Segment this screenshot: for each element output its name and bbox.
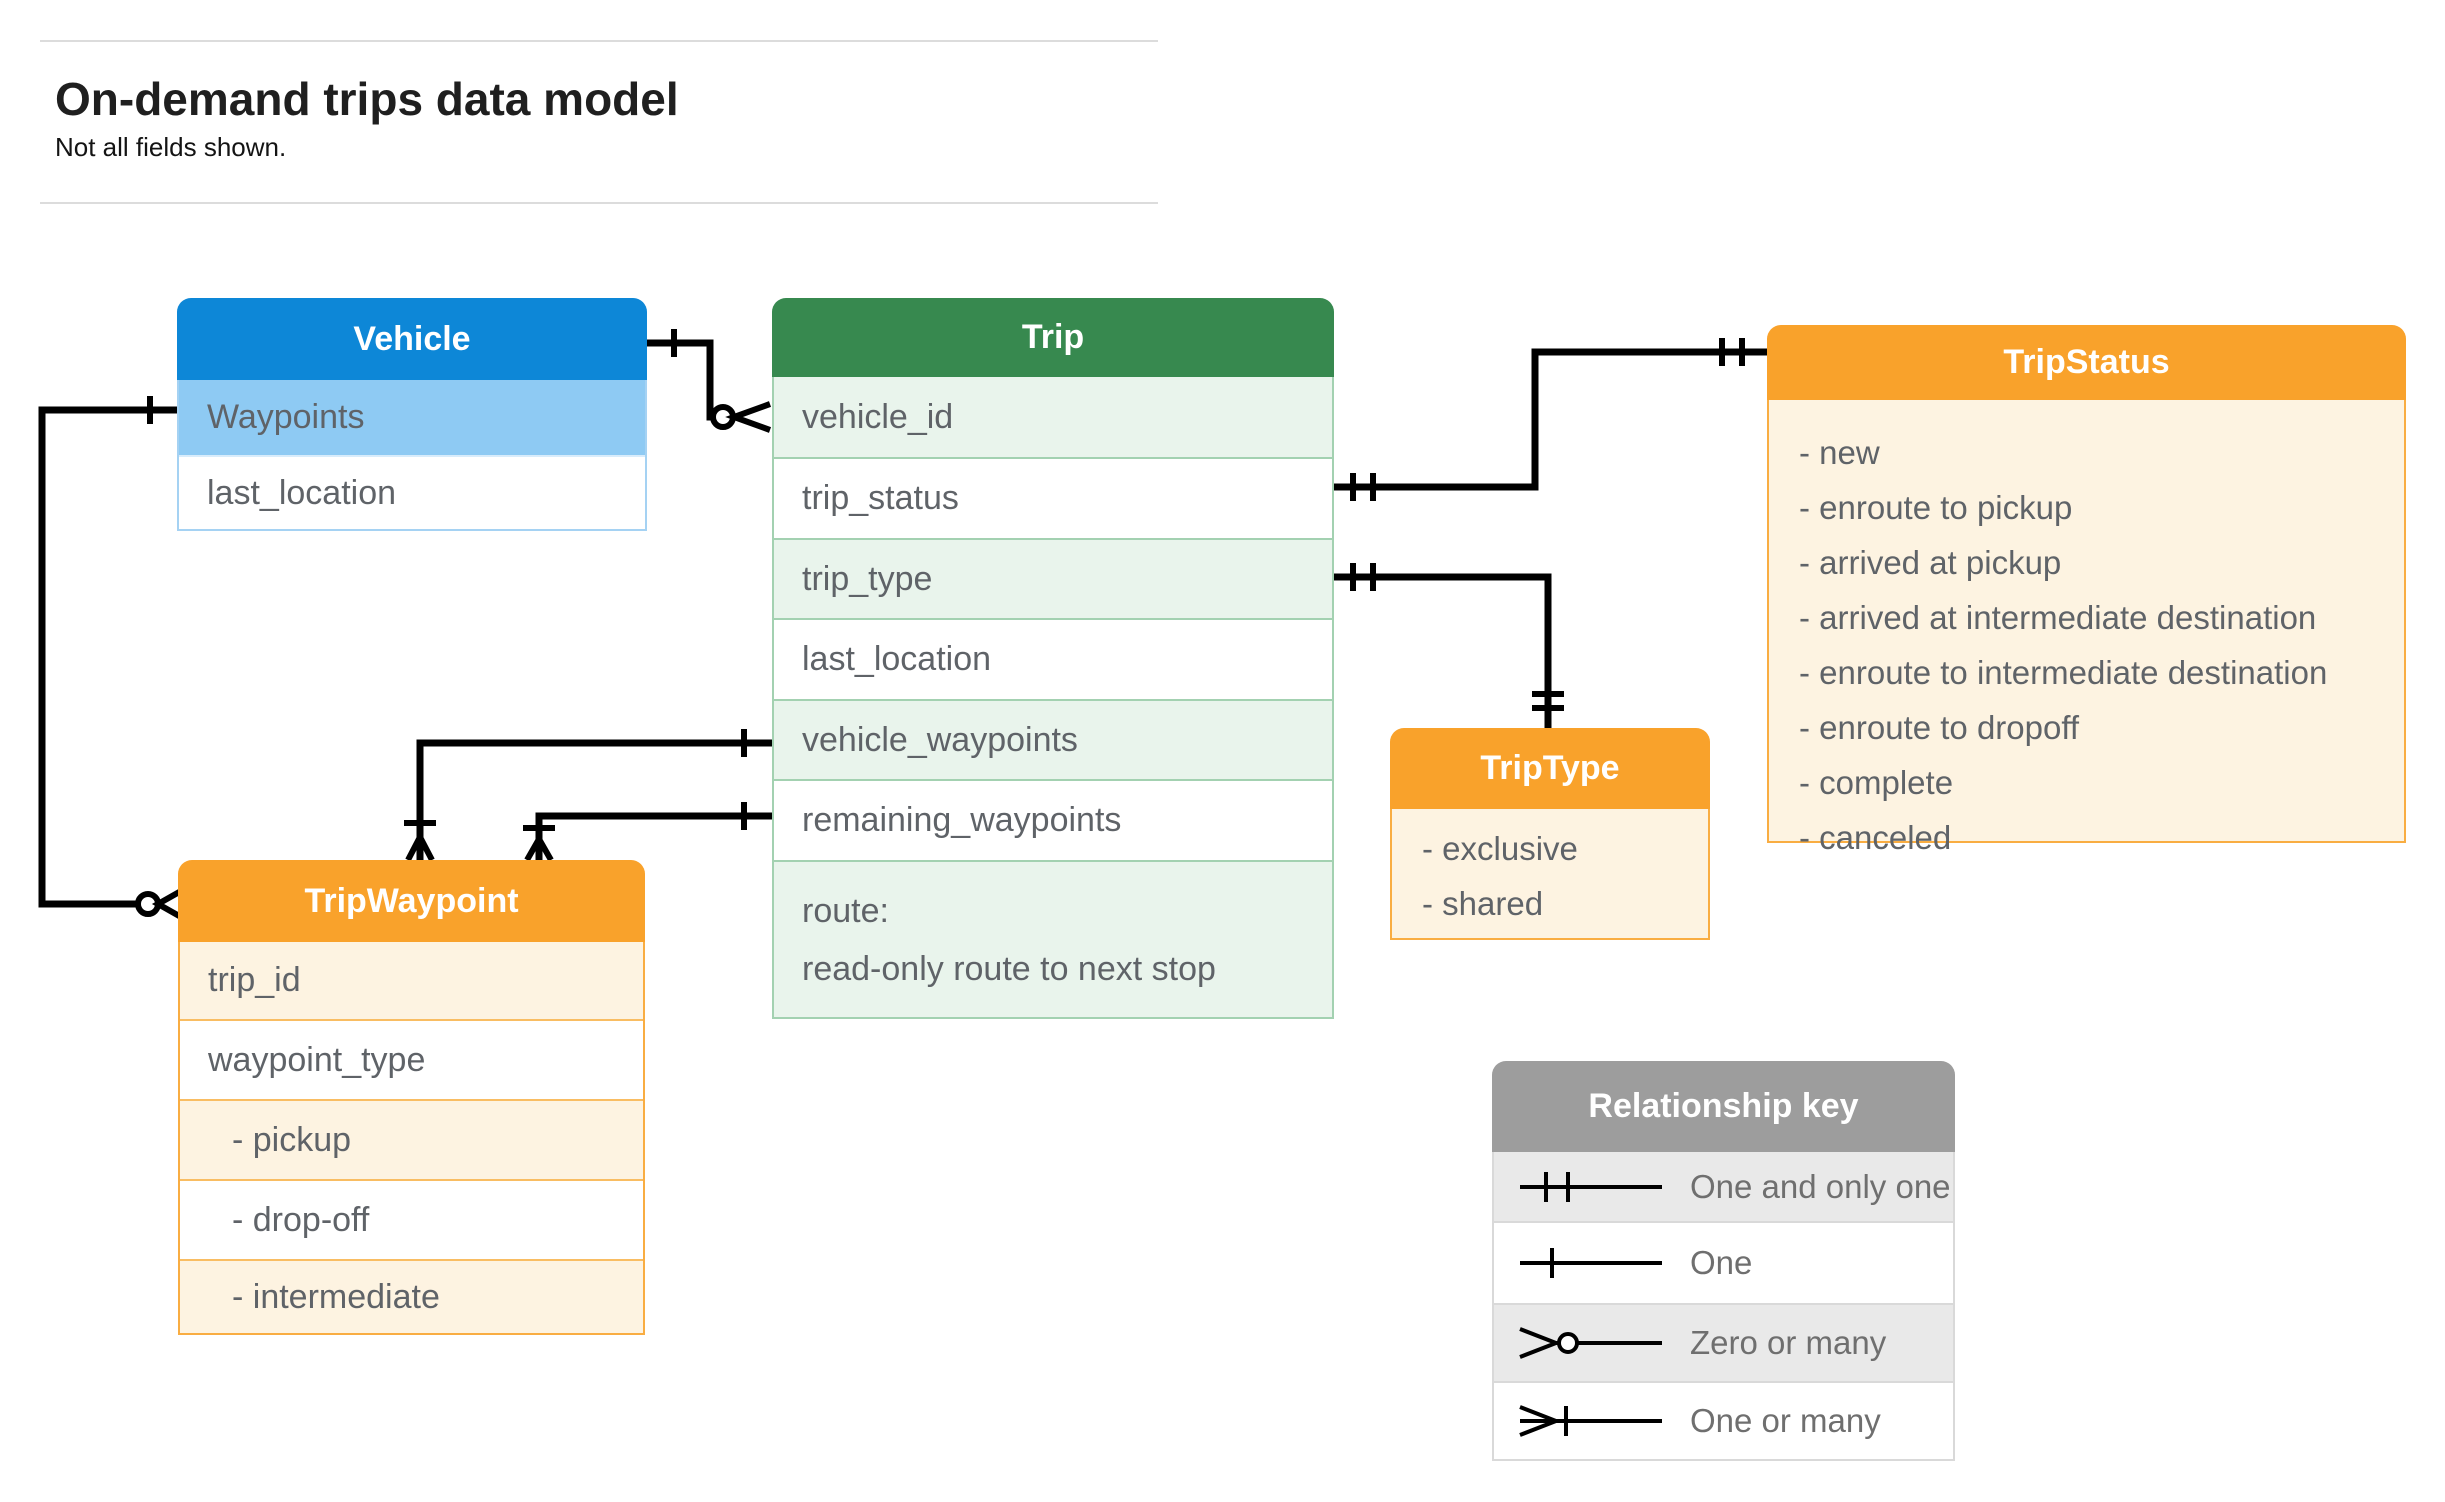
type-value: - exclusive xyxy=(1422,830,1578,867)
field-route-line1: route: xyxy=(802,892,889,930)
one-and-only-one-ticks-icon xyxy=(1532,691,1564,711)
page-title: On-demand trips data model xyxy=(55,73,679,125)
key-label: One xyxy=(1690,1244,1753,1281)
zero-circle-icon xyxy=(135,891,161,917)
field-trip-type: trip_type xyxy=(774,538,1332,618)
status-value: - arrived at intermediate destination xyxy=(1799,599,2317,636)
crow-foot-icon xyxy=(524,832,554,862)
zero-circle-icon xyxy=(710,404,736,430)
key-row-one: One xyxy=(1494,1221,1953,1303)
one-and-only-one-symbol-icon xyxy=(1520,1171,1662,1202)
status-value: - canceled xyxy=(1799,819,1952,856)
waypoint-value-intermediate: - intermediate xyxy=(180,1259,643,1333)
connector-vehicle-trip-line xyxy=(646,339,714,421)
status-value: - new xyxy=(1799,434,1880,471)
relationship-key-rows: One and only one One Zero or many xyxy=(1492,1152,1955,1461)
entity-tripwaypoint-fields: trip_id waypoint_type - pickup - drop-of… xyxy=(178,942,645,1335)
status-value: - complete xyxy=(1799,764,1954,801)
zero-or-many-symbol-icon xyxy=(1519,1327,1662,1359)
connector-tripstatus-line xyxy=(1334,348,1767,491)
one-symbol-icon xyxy=(1520,1248,1662,1278)
entity-tripwaypoint: TripWaypoint trip_id waypoint_type - pic… xyxy=(178,860,645,1335)
entity-triptype: TripType - exclusive - shared xyxy=(1390,728,1710,940)
heading-bottom-divider xyxy=(40,202,1158,204)
connector-vehicle-waypoints-line xyxy=(416,739,772,860)
field-remaining-waypoints: remaining_waypoints xyxy=(774,779,1332,860)
one-and-only-one-ticks-icon xyxy=(1719,338,1745,366)
field-vehicle-id: vehicle_id xyxy=(774,377,1332,457)
entity-trip: Trip vehicle_id trip_status trip_type la… xyxy=(772,298,1334,1019)
key-row-zero-or-many: Zero or many xyxy=(1494,1303,1953,1381)
key-label: One or many xyxy=(1690,1402,1881,1439)
connector-remaining-waypoints-line xyxy=(535,812,772,860)
field-trip-id: trip_id xyxy=(180,942,643,1019)
connector-vehicle-tripwaypoint-line xyxy=(38,406,177,908)
entity-tripstatus-title: TripStatus xyxy=(1767,325,2406,400)
status-value: - arrived at pickup xyxy=(1799,544,2062,581)
key-label: One and only one xyxy=(1690,1167,1951,1205)
key-label: Zero or many xyxy=(1690,1324,1887,1361)
top-divider xyxy=(40,40,1158,42)
waypoint-value-dropoff: - drop-off xyxy=(180,1179,643,1259)
one-or-many-symbol-icon xyxy=(1519,1405,1662,1437)
entity-vehicle-title: Vehicle xyxy=(177,298,647,380)
type-value: - shared xyxy=(1422,885,1544,922)
field-trip-last-location: last_location xyxy=(774,618,1332,699)
relationship-key-title: Relationship key xyxy=(1492,1061,1955,1152)
key-row-one-or-many: One or many xyxy=(1494,1381,1953,1459)
status-value: - enroute to pickup xyxy=(1799,489,2073,526)
crow-foot-icon xyxy=(725,401,772,433)
entity-triptype-title: TripType xyxy=(1390,728,1710,809)
page-subtitle: Not all fields shown. xyxy=(55,132,287,162)
relationship-key: Relationship key One and only one One xyxy=(1492,1061,1955,1461)
field-waypoint-type: waypoint_type xyxy=(180,1019,643,1099)
status-value: - enroute to intermediate destination xyxy=(1799,654,2328,691)
field-waypoints: Waypoints xyxy=(179,380,645,455)
entity-trip-title: Trip xyxy=(772,298,1334,377)
entity-triptype-values: - exclusive - shared xyxy=(1390,809,1710,940)
field-trip-status: trip_status xyxy=(774,457,1332,538)
entity-tripstatus-values: - new - enroute to pickup - arrived at p… xyxy=(1767,400,2406,856)
entity-trip-fields: vehicle_id trip_status trip_type last_lo… xyxy=(772,377,1334,1019)
field-vehicle-waypoints: vehicle_waypoints xyxy=(774,699,1332,779)
field-route: route: read-only route to next stop xyxy=(774,860,1332,1017)
key-row-one-and-only-one: One and only one xyxy=(1494,1152,1953,1221)
entity-tripstatus: TripStatus - new - enroute to pickup - a… xyxy=(1767,325,2406,856)
crow-foot-icon xyxy=(405,830,435,862)
one-and-only-one-ticks-icon xyxy=(1350,473,1376,501)
waypoint-value-pickup: - pickup xyxy=(180,1099,643,1179)
entity-vehicle: Vehicle Waypoints last_location xyxy=(177,298,647,531)
entity-tripwaypoint-title: TripWaypoint xyxy=(178,860,645,942)
status-value: - enroute to dropoff xyxy=(1799,709,2080,746)
field-last-location: last_location xyxy=(179,455,645,529)
entity-vehicle-fields: Waypoints last_location xyxy=(177,380,647,531)
one-and-only-one-ticks-icon xyxy=(1350,563,1376,591)
connector-triptype-line xyxy=(1334,573,1552,728)
field-route-line2: read-only route to next stop xyxy=(802,950,1216,988)
